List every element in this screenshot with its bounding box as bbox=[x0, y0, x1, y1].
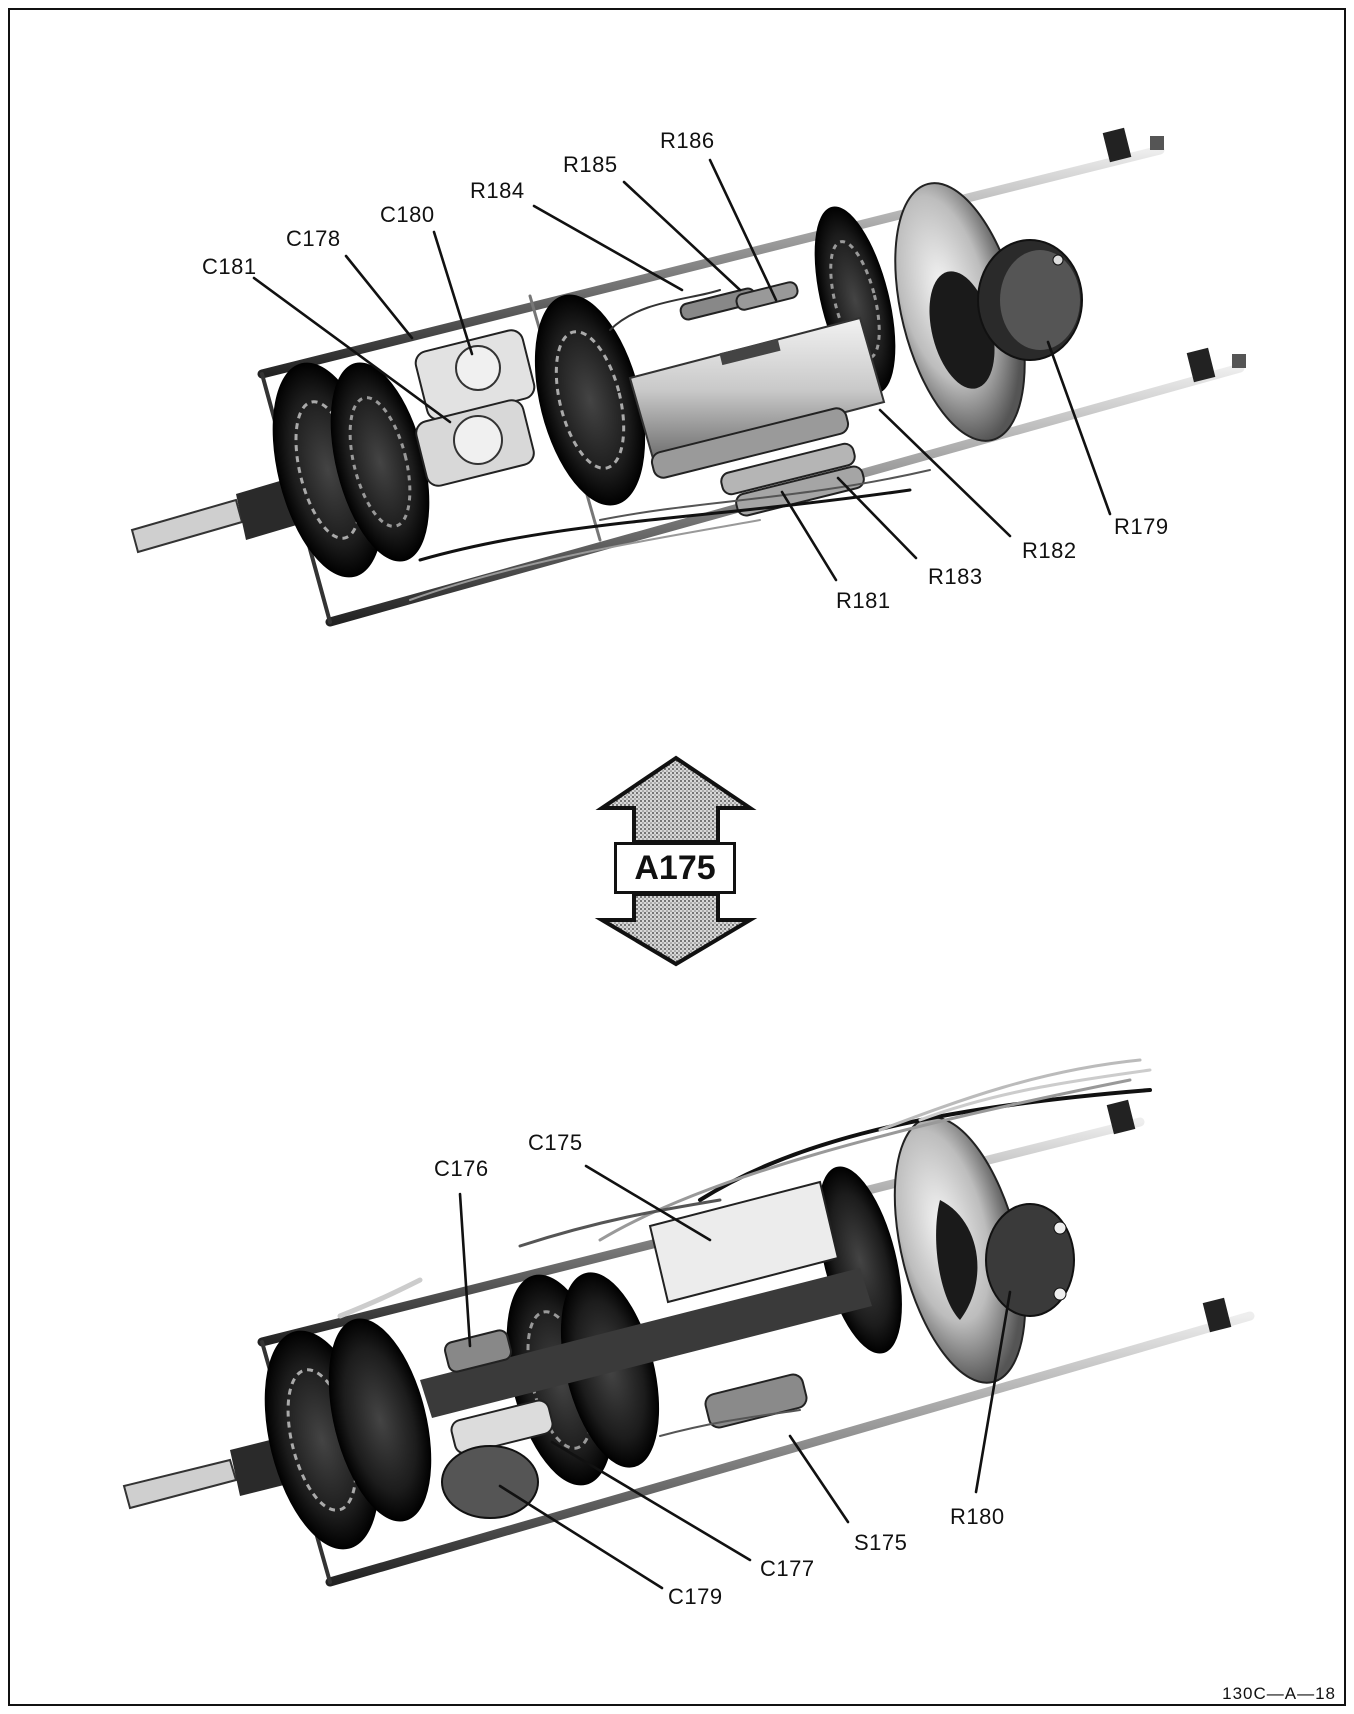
top-motor bbox=[977, 239, 1083, 361]
bottom-wafer-discs bbox=[264, 1166, 902, 1550]
callout-c178: C178 bbox=[286, 226, 341, 251]
bottom-wiring bbox=[337, 1058, 1152, 1437]
callout-r184: R184 bbox=[470, 178, 525, 203]
figure-number: 130C—A—18 bbox=[1222, 1684, 1336, 1703]
callout-c180: C180 bbox=[380, 202, 435, 227]
top-wafer-discs bbox=[272, 206, 896, 578]
leader-r182 bbox=[878, 408, 1012, 538]
callout-r181: R181 bbox=[836, 588, 891, 613]
top-trimmer-capacitors bbox=[414, 329, 536, 487]
leader-r180 bbox=[974, 1290, 1012, 1494]
leader-c181 bbox=[252, 276, 452, 424]
leader-c178 bbox=[344, 254, 414, 340]
callout-c177: C177 bbox=[760, 1556, 815, 1581]
leader-c176 bbox=[458, 1192, 472, 1348]
leader-r179 bbox=[1046, 340, 1112, 516]
assembly-label: A175 bbox=[614, 842, 736, 894]
leader-c179 bbox=[498, 1484, 664, 1590]
callout-r186: R186 bbox=[660, 128, 715, 153]
callout-c175: C175 bbox=[528, 1130, 583, 1155]
bottom-rear-plate bbox=[893, 1116, 1075, 1384]
leader-r184 bbox=[532, 204, 684, 292]
bottom-internal-parts bbox=[420, 1268, 872, 1519]
leader-r185 bbox=[622, 180, 742, 292]
top-front-shaft bbox=[130, 478, 300, 554]
leader-r186 bbox=[708, 158, 778, 302]
top-main-cylinder bbox=[628, 316, 886, 464]
callout-r180: R180 bbox=[950, 1504, 1005, 1529]
callout-r183: R183 bbox=[928, 564, 983, 589]
bottom-capacitor-c175 bbox=[648, 1180, 840, 1304]
leader-c175 bbox=[584, 1164, 712, 1242]
top-resistors bbox=[650, 281, 865, 517]
callout-r185: R185 bbox=[563, 152, 618, 177]
leader-r181 bbox=[780, 490, 838, 582]
leader-lines bbox=[252, 158, 1112, 1590]
leader-s175 bbox=[788, 1434, 850, 1524]
top-wiring bbox=[409, 289, 931, 601]
callout-c176: C176 bbox=[434, 1156, 489, 1181]
leader-r183 bbox=[836, 476, 918, 560]
top-assembly-photo bbox=[130, 127, 1246, 627]
callout-s175: S175 bbox=[854, 1530, 908, 1555]
callout-c179: C179 bbox=[668, 1584, 723, 1609]
callout-r179: R179 bbox=[1114, 514, 1169, 539]
leader-c180 bbox=[432, 230, 474, 356]
callout-c181: C181 bbox=[202, 254, 257, 279]
leader-c177 bbox=[550, 1440, 752, 1562]
bottom-assembly-photo bbox=[122, 1058, 1255, 1587]
callout-r182: R182 bbox=[1022, 538, 1077, 563]
